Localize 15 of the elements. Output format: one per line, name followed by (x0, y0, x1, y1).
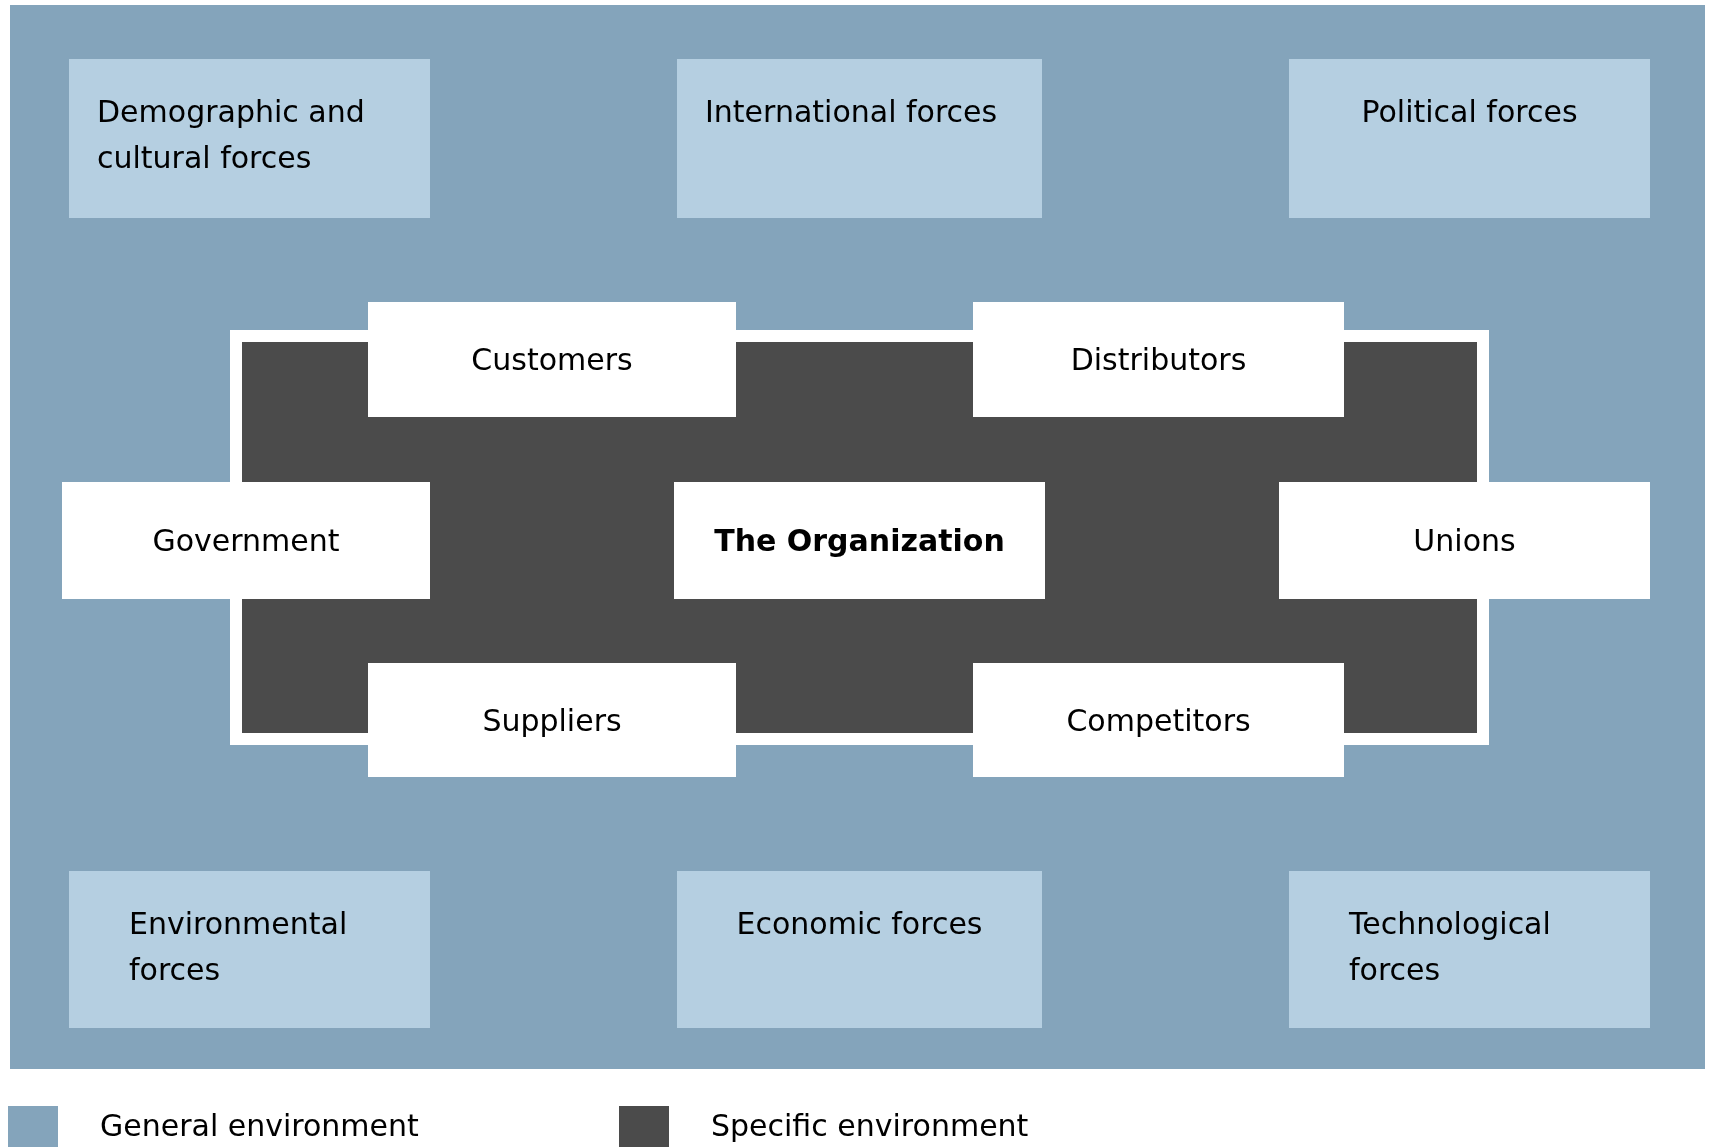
specific-force-box: Unions (1279, 482, 1650, 599)
specific-force-box: Customers (368, 302, 736, 417)
specific-force-box: Suppliers (368, 663, 736, 777)
general-force-box: Economic forces (677, 871, 1042, 1028)
legend-label: General environment (100, 1108, 419, 1143)
specific-force-box: Government (62, 482, 430, 599)
specific-force-box: Distributors (973, 302, 1344, 417)
general-force-box: Technological forces (1289, 871, 1650, 1028)
general-force-box: Environmental forces (69, 871, 430, 1028)
legend-label: Specific environment (711, 1108, 1029, 1143)
general-force-box: Political forces (1289, 59, 1650, 218)
general-force-box: Demographic and cultural forces (69, 59, 430, 218)
general-force-box: International forces (677, 59, 1042, 218)
specific-force-box: Competitors (973, 663, 1344, 777)
specific-force-box: The Organization (674, 482, 1045, 599)
